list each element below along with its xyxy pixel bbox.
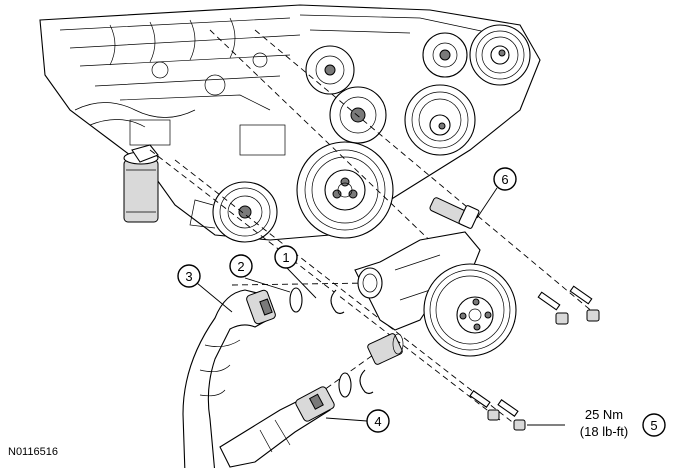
- oil-filter: [123, 144, 159, 223]
- tensioner-pulley: [329, 86, 387, 144]
- ac-compressor: [189, 181, 278, 243]
- callout-4-label: 4: [374, 414, 381, 429]
- mounting-bolt-lower-right: [497, 399, 526, 431]
- callout-3: 3: [177, 264, 233, 313]
- hose-clamp-upper: [246, 289, 276, 325]
- water-pump: [354, 231, 481, 331]
- mounting-bolt-upper: [537, 291, 569, 325]
- idler-pulley-top-right: [422, 32, 468, 78]
- callout-6: 6: [476, 167, 517, 219]
- retaining-clip-upper: [330, 289, 345, 315]
- o-ring-lower: [338, 372, 352, 398]
- stud-bolt-6: [429, 197, 480, 229]
- retaining-clip-lower: [359, 369, 374, 395]
- callout-2-label: 2: [237, 259, 244, 274]
- lower-hose-fitting: [367, 333, 404, 365]
- radiator-hose-upper: [182, 289, 274, 468]
- callout-2: 2: [229, 254, 291, 293]
- alternator-pulley: [469, 24, 531, 86]
- idler-pulley-top-left: [305, 45, 355, 95]
- callout-6-label: 6: [501, 172, 508, 187]
- mounting-bolt-lower: [469, 390, 500, 421]
- callout-1: 1: [274, 245, 317, 299]
- torque-imperial: (18 lb-ft): [580, 424, 628, 439]
- hose-clamp-lower: [295, 386, 335, 422]
- callout-5-label: 5: [650, 418, 657, 433]
- callout-3-label: 3: [185, 269, 192, 284]
- mounting-bolt-upper-right: [569, 285, 600, 322]
- callout-4: 4: [325, 409, 390, 433]
- callout-5: 5: [527, 413, 666, 437]
- crankshaft-damper: [296, 141, 394, 239]
- figure-id: N0116516: [8, 446, 58, 458]
- power-steering-pulley: [404, 84, 476, 156]
- callout-1-label: 1: [282, 250, 289, 265]
- water-pump-pulley: [423, 263, 517, 357]
- torque-metric: 25 Nm: [585, 407, 623, 422]
- o-ring-upper: [289, 287, 303, 313]
